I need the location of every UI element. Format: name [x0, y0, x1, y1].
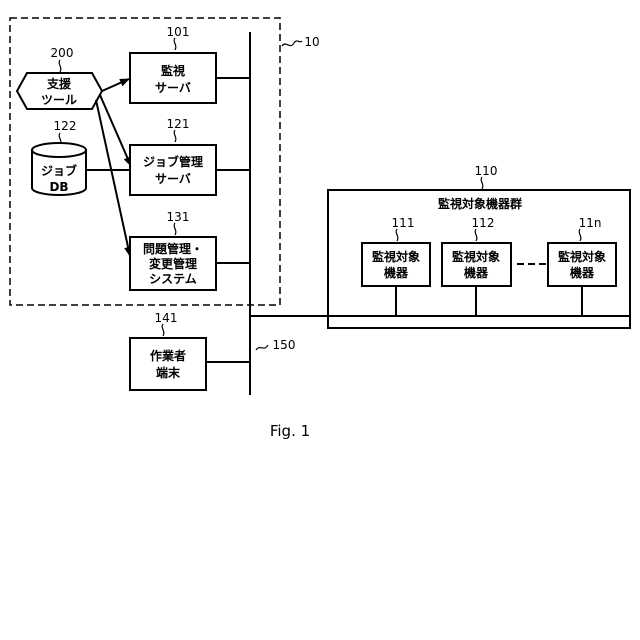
device-2-ref: 112	[472, 216, 495, 230]
system-ref-label: 10	[304, 35, 319, 49]
job-server-label-1: ジョブ管理	[143, 154, 203, 169]
worker-terminal-box	[130, 338, 206, 390]
monitoring-server-ref: 101	[167, 25, 190, 39]
figure-caption: Fig. 1	[270, 422, 310, 440]
monitoring-server-box	[130, 53, 216, 103]
problem-system-label-1: 問題管理・	[143, 241, 203, 256]
device-2-label-1: 監視対象	[452, 249, 500, 264]
job-server-box	[130, 145, 216, 195]
device-1-label-1: 監視対象	[372, 249, 420, 264]
network-ref-leader	[256, 345, 268, 350]
monitoring-server-label-1: 監視	[161, 63, 185, 78]
job-server-ref: 121	[167, 117, 190, 131]
device-1-ref: 111	[392, 216, 415, 230]
support-tool-label-2: ツール	[41, 93, 77, 107]
device-1-label-2: 機器	[384, 265, 409, 280]
device-2-label-2: 機器	[464, 265, 489, 280]
arrow-to-monitoring-server	[102, 79, 129, 91]
job-server-label-2: サーバ	[155, 172, 191, 186]
problem-system-ref: 131	[167, 210, 190, 224]
network-ref-label: 150	[273, 338, 296, 352]
device-group-title: 監視対象機器群	[438, 196, 522, 211]
device-3-ref: 11n	[579, 216, 602, 230]
device-3-label-1: 監視対象	[558, 249, 606, 264]
job-db-label-1: ジョブ	[41, 163, 77, 178]
device-group-ref: 110	[475, 164, 498, 178]
monitoring-server-label-2: サーバ	[155, 81, 191, 95]
arrow-to-job-server	[100, 95, 131, 166]
support-tool-label-1: 支援	[46, 76, 72, 91]
job-db-label-2: DB	[49, 180, 68, 194]
device-group-ref-leader	[481, 177, 483, 189]
job-db-ref: 122	[54, 119, 77, 133]
worker-terminal-label-1: 作業者	[150, 348, 186, 363]
worker-terminal-label-2: 端末	[156, 365, 181, 380]
job-server-ref-leader	[174, 130, 176, 142]
support-tool-ref-leader	[59, 60, 61, 72]
device-3-label-2: 機器	[570, 265, 595, 280]
problem-system-ref-leader	[174, 223, 176, 235]
worker-terminal-ref: 141	[155, 311, 178, 325]
problem-system-label-2: 変更管理	[149, 256, 197, 271]
problem-system-label-3: システム	[149, 272, 197, 286]
support-tool-ref: 200	[51, 46, 74, 60]
worker-terminal-ref-leader	[162, 324, 164, 336]
monitoring-server-ref-leader	[174, 38, 176, 50]
system-ref-leader	[282, 41, 302, 46]
